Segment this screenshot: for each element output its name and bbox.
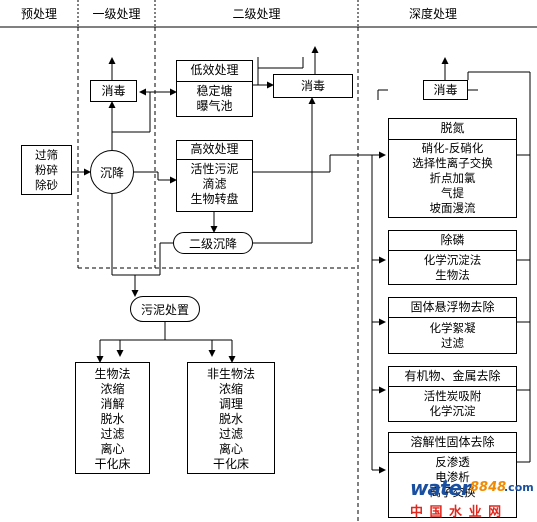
- watermark-cn: 中 国 水 业 网: [410, 505, 503, 520]
- bio-method-item: 脱水: [100, 412, 125, 426]
- nitrogen-removal-item: 选择性离子交换: [412, 156, 493, 170]
- nonbio-method-item: 离心: [218, 442, 243, 456]
- nitrogen-removal-item: 坡面漫流: [429, 201, 476, 215]
- low-efficiency-box: 低效处理 稳定塘 曝气池: [176, 60, 253, 117]
- bio-method-box: 生物法 浓缩 消解 脱水 过滤 离心 干化床: [75, 362, 150, 474]
- bio-method-item: 离心: [100, 442, 125, 456]
- high-efficiency-box: 高效处理 活性污泥 滴滤 生物转盘: [176, 140, 253, 212]
- dissolved-solids-item: 电渗析: [435, 470, 470, 484]
- disinfection-label: 消毒: [433, 83, 458, 97]
- bio-method-item: 生物法: [94, 367, 131, 381]
- column-header-pre: 预处理: [20, 7, 57, 21]
- nonbio-method-item: 干化床: [212, 457, 249, 471]
- high-efficiency-item: 滴滤: [202, 177, 227, 191]
- screen-item: 除砂: [35, 178, 58, 192]
- high-efficiency-item: 活性污泥: [190, 162, 239, 176]
- watermark-logo: water 8848 .com 中 国 水 业 网: [408, 474, 536, 520]
- phosphorus-removal-title: 除磷: [440, 233, 465, 247]
- low-efficiency-item: 稳定塘: [196, 84, 233, 98]
- phosphorus-removal-box: 除磷 化学沉淀法 生物法: [388, 230, 517, 285]
- nitrogen-removal-item: 气提: [441, 186, 464, 200]
- watermark-number: 8848: [470, 480, 507, 495]
- organics-metals-item: 活性炭吸附: [423, 389, 482, 403]
- dissolved-solids-box: 溶解性固体去除 反渗透 电渗析 离子交换: [388, 432, 517, 518]
- nonbio-method-box: 非生物法 浓缩 调理 脱水 过滤 离心 干化床: [187, 362, 275, 474]
- low-efficiency-item: 曝气池: [196, 99, 233, 113]
- dissolved-solids-item: 反渗透: [435, 455, 470, 469]
- nonbio-method-item: 浓缩: [218, 382, 243, 396]
- nonbio-method-item: 调理: [218, 397, 243, 411]
- phosphorus-removal-item: 化学沉淀法: [423, 253, 482, 267]
- disinfection-box-secondary: 消毒: [273, 74, 353, 98]
- sludge-disposal-node: 污泥处置: [130, 296, 200, 322]
- screen-box: 过筛 粉碎 除砂: [21, 145, 72, 195]
- disinfection-box: 消毒: [90, 80, 137, 102]
- nitrogen-removal-item: 硝化-反硝化: [421, 141, 484, 155]
- nonbio-method-item: 过滤: [218, 427, 243, 441]
- dissolved-solids-title: 溶解性固体去除: [410, 435, 495, 449]
- organics-metals-title: 有机物、金属去除: [404, 369, 501, 383]
- secondary-sedimentation-node: 二级沉降: [173, 232, 253, 254]
- column-header-primary: 一级处理: [92, 7, 141, 21]
- disinfection-box-advanced: 消毒: [423, 80, 468, 100]
- nitrogen-removal-title: 脱氮: [440, 121, 465, 135]
- low-efficiency-title: 低效处理: [190, 63, 239, 77]
- dissolved-solids-item: 离子交换: [429, 485, 476, 499]
- watermark-brand: water: [410, 476, 471, 500]
- phosphorus-removal-item: 生物法: [435, 268, 470, 282]
- bio-method-item: 浓缩: [100, 382, 125, 396]
- bio-method-item: 过滤: [100, 427, 125, 441]
- watermark-suffix: .com: [504, 481, 534, 494]
- bio-method-item: 干化床: [94, 457, 131, 471]
- suspended-solids-item: 过滤: [441, 336, 464, 350]
- screen-item: 过筛: [35, 148, 58, 162]
- disinfection-label: 消毒: [101, 84, 126, 98]
- bio-method-item: 消解: [100, 397, 125, 411]
- suspended-solids-title: 固体悬浮物去除: [410, 300, 495, 314]
- high-efficiency-item: 生物转盘: [190, 192, 239, 206]
- disinfection-label: 消毒: [300, 79, 325, 93]
- organics-metals-box: 有机物、金属去除 活性炭吸附 化学沉淀: [388, 366, 517, 422]
- nonbio-method-item: 非生物法: [206, 367, 255, 381]
- suspended-solids-box: 固体悬浮物去除 化学絮凝 过滤: [388, 297, 517, 354]
- column-header-secondary: 二级处理: [232, 7, 281, 21]
- nitrogen-removal-item: 折点加氯: [429, 171, 476, 185]
- column-header-advanced: 深度处理: [408, 7, 457, 21]
- nonbio-method-item: 脱水: [218, 412, 243, 426]
- suspended-solids-item: 化学絮凝: [429, 321, 476, 335]
- nitrogen-removal-box: 脱氮 硝化-反硝化 选择性离子交换 折点加氯 气提 坡面漫流: [388, 118, 517, 218]
- high-efficiency-title: 高效处理: [190, 142, 239, 156]
- organics-metals-item: 化学沉淀: [429, 404, 476, 418]
- sedimentation-node: 沉降: [90, 150, 134, 194]
- screen-item: 粉碎: [35, 163, 58, 177]
